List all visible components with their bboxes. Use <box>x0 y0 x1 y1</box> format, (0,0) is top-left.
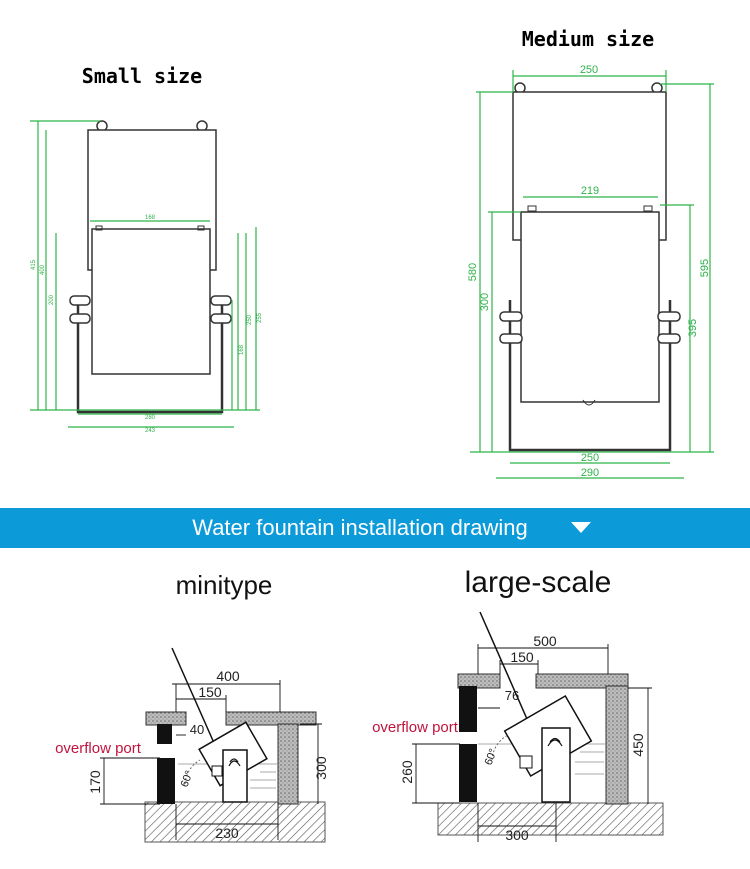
minitype-drawing: minitype <box>55 570 329 843</box>
dim-label: 300 <box>505 827 529 843</box>
dim-label: 300 <box>313 756 329 780</box>
banner-background <box>0 508 750 548</box>
medium-body <box>520 211 660 403</box>
dim-label: 150 <box>198 684 222 700</box>
dim-label: 40 <box>190 722 204 737</box>
dim-label: 76 <box>505 688 519 703</box>
dim-label: 400 <box>40 264 46 275</box>
dim-label: 290 <box>581 467 599 479</box>
dim-label: 580 <box>467 263 479 281</box>
dim-label: 250 <box>580 64 598 76</box>
large-scale-drawing: large-scale <box>372 566 664 843</box>
dim-label: 200 <box>49 294 55 305</box>
dim-label: 450 <box>630 733 646 757</box>
slab-left <box>145 711 187 726</box>
dim-label: 415 <box>31 259 37 270</box>
angle-label: 60° <box>483 747 500 767</box>
dim-label: 400 <box>216 668 240 684</box>
wall-lower <box>157 758 175 804</box>
dim-label: 260 <box>399 760 415 784</box>
small-u-frame <box>76 300 224 414</box>
small-size-drawing: Small size <box>30 64 263 434</box>
dim-label: 595 <box>699 259 711 277</box>
dim-label: 170 <box>87 770 103 794</box>
dim-label: 250 <box>581 452 599 464</box>
fountain-post <box>541 727 571 803</box>
dim-label: 168 <box>145 215 156 221</box>
wall-upper <box>157 724 172 744</box>
dim-label: 219 <box>581 185 599 197</box>
dim-label: 230 <box>215 825 239 841</box>
fountain-post <box>222 749 248 803</box>
overflow-port-label: overflow port <box>372 719 459 736</box>
wall-upper <box>459 686 477 732</box>
wall-lower <box>459 744 477 802</box>
small-body <box>91 228 211 375</box>
overflow-port-label: overflow port <box>55 740 142 757</box>
large-scale-title: large-scale <box>465 566 612 599</box>
slab-right <box>535 673 629 689</box>
wall-right <box>277 723 299 805</box>
triangle-down-icon <box>571 522 591 533</box>
dim-label: 168 <box>239 344 245 355</box>
dim-label: 280 <box>145 415 156 421</box>
dim-label: 300 <box>479 293 491 311</box>
slab-right <box>225 711 317 726</box>
dim-label: 150 <box>510 649 534 665</box>
banner-title: Water fountain installation drawing <box>192 515 527 540</box>
dim-label: 395 <box>687 319 699 337</box>
medium-size-title: Medium size <box>522 27 654 51</box>
slab-left <box>457 673 501 689</box>
section-banner: Water fountain installation drawing <box>0 508 750 548</box>
small-size-title: Small size <box>82 64 202 88</box>
minitype-title: minitype <box>176 570 273 600</box>
medium-size-drawing: Medium size <box>467 27 714 479</box>
medium-u-frame <box>508 300 672 452</box>
ground-hatch <box>437 802 664 836</box>
dim-label: 250 <box>247 314 253 325</box>
dim-label: 500 <box>533 633 557 649</box>
angle-label: 60° <box>179 769 196 789</box>
wall-right <box>605 685 629 805</box>
dim-label: 243 <box>145 428 156 434</box>
dim-label: 255 <box>257 312 263 323</box>
